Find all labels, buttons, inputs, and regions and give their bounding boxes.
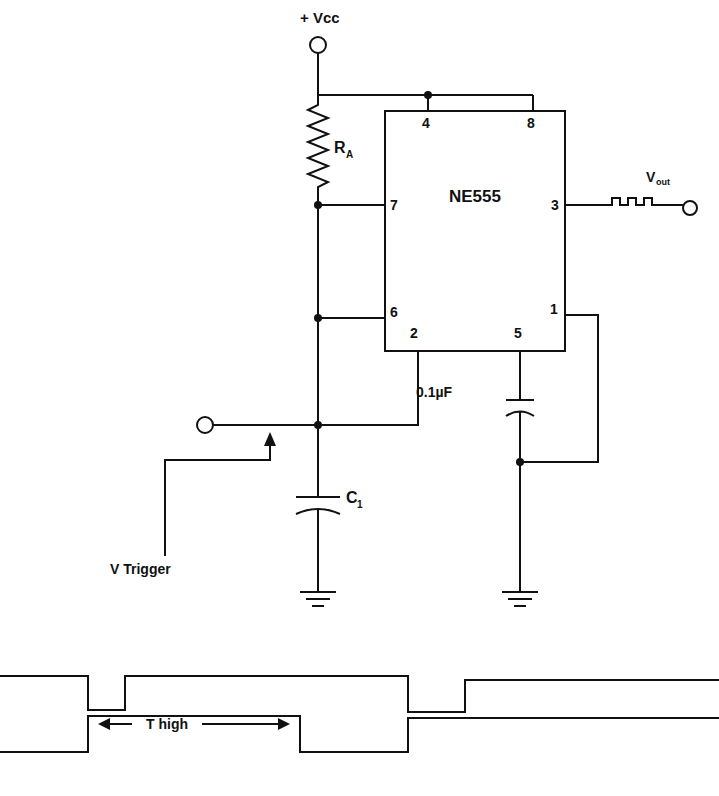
dimension-label: T high [146,717,188,731]
output-terminal [683,201,697,215]
arrow-head [278,718,290,730]
output-wire [566,198,683,205]
component-value: 0.1µF [416,385,452,399]
capacitor-symbol [506,411,534,592]
ground-wire [317,509,319,592]
ground-wire [520,315,598,462]
junction-dot [314,201,322,209]
ground-symbol [502,592,538,606]
subscript: out [656,178,670,187]
leader-line [165,440,270,556]
supply-label: + Vcc [300,10,340,25]
vcc-terminal [310,37,326,53]
resistor-symbol [308,95,328,497]
ground-symbol [300,592,336,606]
junction-dot [424,91,432,99]
ic-name: NE555 [386,187,564,207]
arrow-head [98,718,110,730]
pin-wire [318,205,384,318]
output-waveform [0,716,719,752]
trigger-terminal [197,417,213,433]
pin-number: 4 [422,116,430,130]
pin-number: 6 [390,305,398,319]
pin-number: 8 [527,116,535,130]
pin-number: 7 [390,198,398,212]
arrow-head [264,432,276,446]
capacitor-symbol [296,496,340,498]
subscript: A [346,150,353,160]
vcc-wire [318,53,533,110]
signal-label: V Trigger [110,562,171,576]
junction-dot [516,458,524,466]
pin-number: 1 [550,302,558,316]
component-label: C [346,490,358,506]
capacitor-symbol [506,352,534,400]
junction-dot [314,421,322,429]
dimension-line [100,723,288,725]
pin-number: 3 [551,198,559,212]
subscript: 1 [357,500,363,510]
junction-dot [314,314,322,322]
ic-box: NE555 [384,110,566,352]
signal-label: V [646,170,655,184]
pin-number: 2 [410,326,418,340]
pin-number: 5 [514,326,522,340]
trigger-wire [213,352,418,425]
component-label: R [334,140,346,156]
trigger-waveform [0,676,719,712]
